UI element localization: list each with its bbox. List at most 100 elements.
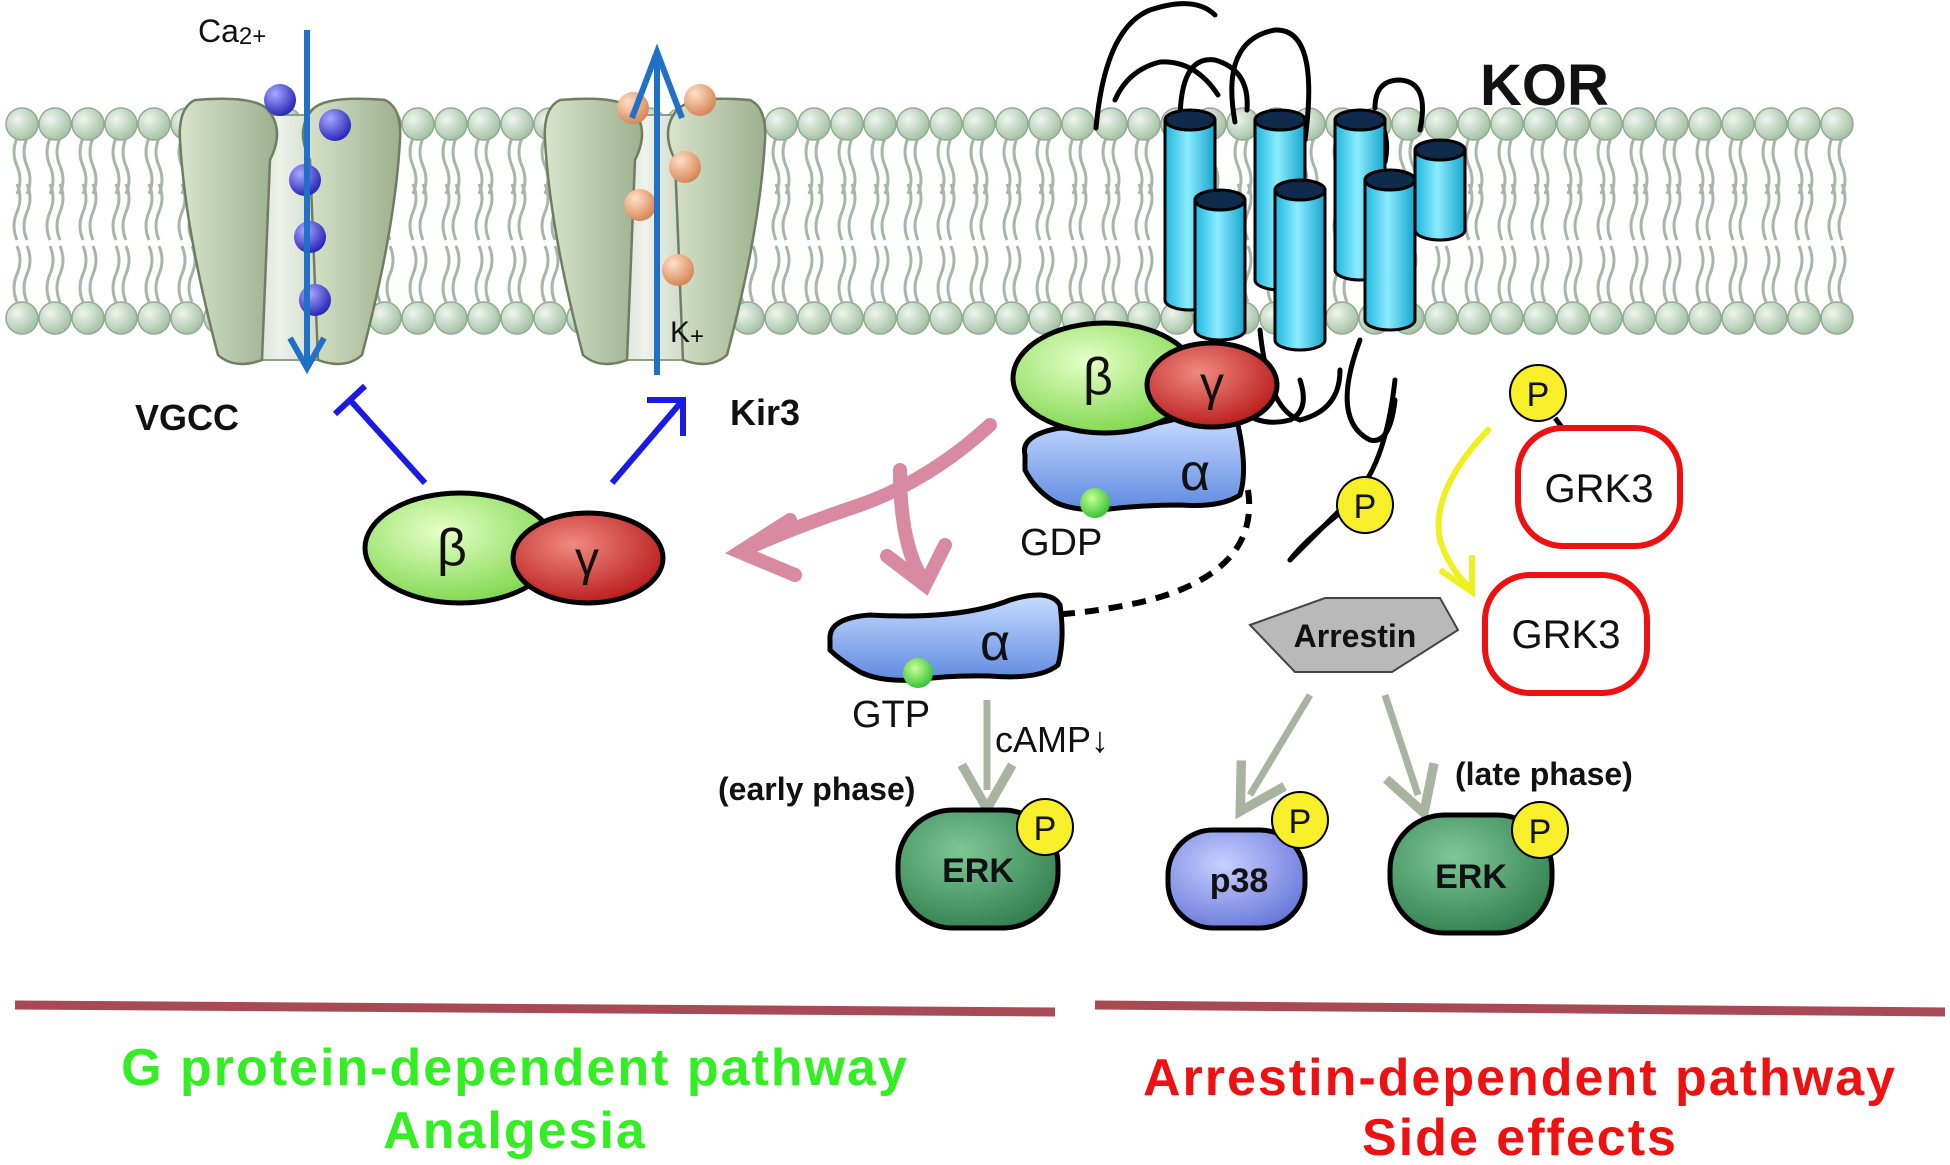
lipid-head-inner xyxy=(401,301,435,335)
lipid-head-inner xyxy=(764,301,798,335)
receptor-phosphorylation-arrow xyxy=(1435,425,1493,591)
kor-helix-6 xyxy=(1273,178,1327,352)
right-divider xyxy=(1094,1000,1946,1017)
lipid-head-outer xyxy=(434,107,468,141)
lipid-head-outer xyxy=(467,107,501,141)
lipid-head-outer xyxy=(1424,107,1458,141)
lipid-head-inner xyxy=(1424,301,1458,335)
grk3-free xyxy=(1482,572,1650,696)
erk-early: ERK P xyxy=(895,798,1074,931)
late-erk-arrow xyxy=(1381,693,1439,822)
lipid-head-outer xyxy=(764,107,798,141)
free-g-alpha: α GTP cAMP↓ (early phase) xyxy=(718,592,1109,819)
potassium-efflux-arrow xyxy=(629,43,685,375)
vgcc-label: VGCC xyxy=(135,397,239,438)
lipid-head-outer xyxy=(1787,107,1821,141)
lipid-head-inner xyxy=(1721,301,1755,335)
lipid-head-inner xyxy=(1655,301,1689,335)
lipid-head-outer xyxy=(38,107,72,141)
erk-early-phospho-label: P xyxy=(1034,810,1057,848)
lipid-head-inner xyxy=(1490,301,1524,335)
lipid-head-outer xyxy=(500,107,534,141)
lipid-head-outer xyxy=(1127,107,1161,141)
lipid-head-outer xyxy=(929,107,963,141)
lipid-head-outer xyxy=(1721,107,1755,141)
lipid-head-outer xyxy=(1820,107,1854,141)
erk-early-body xyxy=(895,807,1061,931)
lipid-head-inner xyxy=(1688,301,1722,335)
lipid-head-inner xyxy=(995,301,1029,335)
lipid-head-outer xyxy=(1622,107,1656,141)
p38-arrow xyxy=(1235,693,1314,820)
grk3-phospho-site xyxy=(1509,364,1567,422)
lipid-head-inner xyxy=(137,301,171,335)
g-protein-dissociation-arrows xyxy=(724,418,997,596)
lipid-head-outer xyxy=(962,107,996,141)
erk-early-phospho xyxy=(1016,798,1074,856)
p38-body xyxy=(1165,827,1308,931)
lipid-head-outer xyxy=(1655,107,1689,141)
grk3-bound xyxy=(1515,425,1683,549)
arrestin-shape xyxy=(1248,597,1460,673)
free-g-beta-label: β xyxy=(437,519,467,577)
lipid-head-outer xyxy=(1754,107,1788,141)
lipid-head-inner xyxy=(896,301,930,335)
lipid-head-outer xyxy=(104,107,138,141)
lipid-head-outer xyxy=(71,107,105,141)
g-protein-pathway-title: G protein-dependent pathway xyxy=(121,1039,909,1097)
lipid-head-outer xyxy=(896,107,930,141)
tail-phospho-site xyxy=(1336,476,1394,534)
lipid-head-outer xyxy=(1457,107,1491,141)
lipid-head-inner xyxy=(1325,301,1359,335)
kor-label: KOR xyxy=(1480,53,1609,118)
membrane-g-alpha-label: α xyxy=(1180,444,1210,502)
erk-late-label: ERK xyxy=(1435,858,1507,896)
grk3-bound-label: GRK3 xyxy=(1545,467,1654,511)
p38-label: p38 xyxy=(1210,862,1269,900)
gtp-dot xyxy=(903,658,933,688)
lipid-head-inner xyxy=(830,301,864,335)
lipid-head-outer xyxy=(995,107,1029,141)
erk-early-label: ERK xyxy=(942,852,1014,890)
lipid-head-outer xyxy=(1556,107,1590,141)
lipid-head-inner xyxy=(1820,301,1854,335)
lipid-head-inner xyxy=(5,301,39,335)
pathway-footer: G protein-dependent pathway Analgesia Ar… xyxy=(14,1000,1946,1165)
arrestin-label: Arrestin xyxy=(1294,618,1417,654)
lipid-head-outer xyxy=(1061,107,1095,141)
left-divider xyxy=(14,1000,1056,1017)
calcium-ions xyxy=(264,84,351,316)
lipid-head-inner xyxy=(71,301,105,335)
lipid-head-outer xyxy=(1490,107,1524,141)
lipid-head-inner xyxy=(500,301,534,335)
arrestin-pathway-subtitle: Side effects xyxy=(1362,1109,1678,1165)
lipid-head-inner xyxy=(1589,301,1623,335)
kor-receptor: KOR xyxy=(1093,1,1609,563)
arrestin-pathway: P P GRK3 GRK3 Arrestin (late phase) p38 … xyxy=(1165,364,1683,936)
erk-late-phospho xyxy=(1511,801,1569,859)
lipid-head-inner xyxy=(797,301,831,335)
camp-label: cAMP↓ xyxy=(995,719,1109,760)
free-g-gamma-label: γ xyxy=(575,533,599,586)
lipid-head-outer xyxy=(137,107,171,141)
membrane-g-beta-label: β xyxy=(1083,348,1113,406)
potassium-label: K+ xyxy=(670,316,704,350)
free-g-gamma-subunit xyxy=(510,510,666,606)
vgcc-inhibition-arrow xyxy=(332,383,428,486)
free-g-alpha-subunit xyxy=(827,592,1065,683)
lipid-head-inner xyxy=(170,301,204,335)
free-g-alpha-label: α xyxy=(980,614,1010,672)
membrane-g-protein: α GDP β γ xyxy=(1010,320,1280,618)
lipid-head-outer xyxy=(830,107,864,141)
arrestin-pathway-title: Arrestin-dependent pathway xyxy=(1143,1049,1897,1107)
alpha-dissociation-dashed-line xyxy=(1049,489,1253,618)
erk-late-phospho-label: P xyxy=(1529,813,1552,851)
p38-phospho-label: P xyxy=(1289,803,1312,841)
membrane-g-gamma-subunit xyxy=(1144,340,1280,430)
free-g-beta-gamma: β γ xyxy=(332,383,686,606)
lipid-head-inner xyxy=(533,301,567,335)
lipid-head-inner xyxy=(1457,301,1491,335)
lipid-head-inner xyxy=(38,301,72,335)
lipid-head-outer xyxy=(1589,107,1623,141)
